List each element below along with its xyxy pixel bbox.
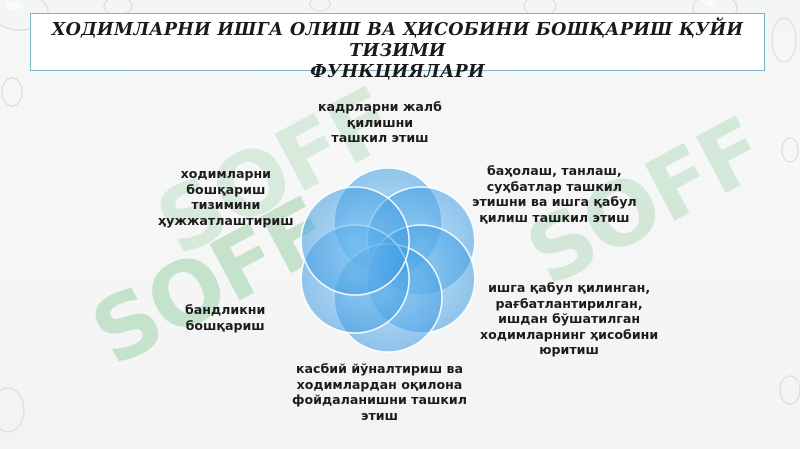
slide-title-line-2: ФУНКЦИЯЛАРИ xyxy=(310,62,485,82)
function-label-3: ишга қабул қилинган,рағбатлантирилган,иш… xyxy=(480,280,659,357)
slide-title: ХОДИМЛАРНИ ИШГА ОЛИШ ВА ҲИСОБИНИ БОШҚАРИ… xyxy=(31,20,764,83)
slide-title-line-1: ХОДИМЛАРНИ ИШГА ОЛИШ ВА ҲИСОБИНИ БОШҚАРИ… xyxy=(51,20,744,61)
petal-circle-6 xyxy=(300,186,410,296)
cycle-flower-diagram xyxy=(300,167,476,353)
title-box: ХОДИМЛАРНИ ИШГА ОЛИШ ВА ҲИСОБИНИ БОШҚАРИ… xyxy=(30,13,765,82)
